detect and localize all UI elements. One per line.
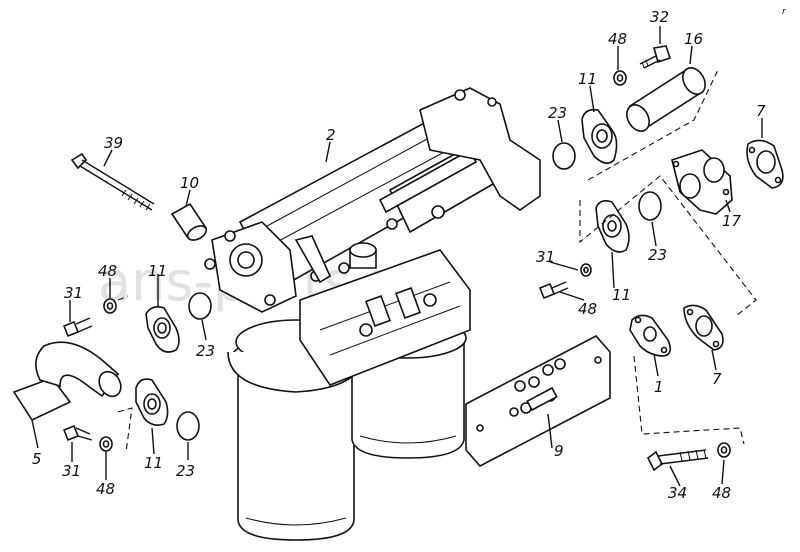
callout-23-mid: 23 — [648, 246, 667, 264]
callout-labels: 39 10 2 32 48 16 11 23 7 17 23 31 11 48 … — [32, 8, 766, 502]
part-39-long-bolt — [70, 152, 155, 211]
callout-11-top: 11 — [578, 70, 597, 88]
callout-7-top: 7 — [756, 102, 766, 120]
callout-48-lower-right: 48 — [712, 484, 731, 502]
callout-31-left-lower: 31 — [62, 462, 81, 480]
part-48-washer-lower-right — [717, 442, 731, 458]
part-32-bolt — [639, 45, 672, 69]
callout-11-left-lower: 11 — [144, 454, 163, 472]
part-31-bolt-left-lower — [62, 424, 93, 442]
callout-31-mid: 31 — [536, 248, 555, 266]
corner-mark: r — [782, 7, 787, 17]
filter-housing-assembly — [204, 87, 541, 541]
assembly-dashed-lines — [117, 69, 757, 453]
callout-39: 39 — [104, 134, 123, 152]
callout-9: 9 — [554, 442, 564, 460]
part-31-bolt-mid — [538, 281, 569, 300]
callout-7-lower: 7 — [712, 370, 722, 388]
part-31-bolt-left-upper — [62, 317, 93, 338]
callout-17: 17 — [722, 212, 742, 230]
callout-10: 10 — [180, 174, 199, 192]
part-23-ring-mid — [638, 191, 662, 221]
part-11-flange-left-lower — [135, 378, 169, 426]
part-48-washer-top — [613, 70, 627, 86]
callout-11-left-upper: 11 — [148, 262, 167, 280]
callout-48-left-lower: 48 — [96, 480, 115, 498]
part-34-bolt — [646, 449, 709, 472]
part-11-flange-mid — [595, 200, 630, 253]
callout-leader-lines — [31, 26, 763, 487]
callout-11-mid: 11 — [612, 286, 631, 304]
callout-34: 34 — [668, 484, 687, 502]
callout-2: 2 — [326, 126, 336, 144]
part-11-flange-top — [581, 108, 618, 164]
filter-canister-left — [237, 359, 355, 541]
callout-32: 32 — [650, 8, 669, 26]
part-7-gasket-lower — [683, 304, 724, 351]
part-48-washer-left-lower — [99, 436, 113, 452]
part-16-pipe — [626, 67, 706, 132]
callout-16: 16 — [684, 30, 703, 48]
callout-48-top: 48 — [608, 30, 627, 48]
part-48-washer-left-upper — [103, 298, 117, 314]
part-48-washer-mid — [580, 263, 592, 277]
callout-5: 5 — [32, 450, 42, 468]
part-17-elbow-fitting — [671, 149, 733, 215]
callout-48-mid: 48 — [578, 300, 597, 318]
part-11-flange-left-upper — [145, 306, 180, 353]
part-10-sleeve — [170, 202, 208, 241]
callout-48-left-upper: 48 — [98, 262, 117, 280]
part-23-ring-left-upper — [188, 292, 212, 320]
callout-31-left-upper: 31 — [64, 284, 83, 302]
part-9-gasket-plate — [465, 334, 611, 468]
callout-23-left-upper: 23 — [196, 342, 215, 360]
callout-1: 1 — [654, 378, 664, 396]
callout-23-top: 23 — [548, 104, 567, 122]
part-1-flange-plate — [629, 314, 672, 357]
part-5-elbow-pipe — [12, 341, 122, 422]
part-23-ring-left-lower — [176, 411, 200, 441]
part-7-gasket-top — [746, 139, 784, 189]
callout-23-left-lower: 23 — [176, 462, 195, 480]
part-23-ring-top — [552, 142, 576, 170]
